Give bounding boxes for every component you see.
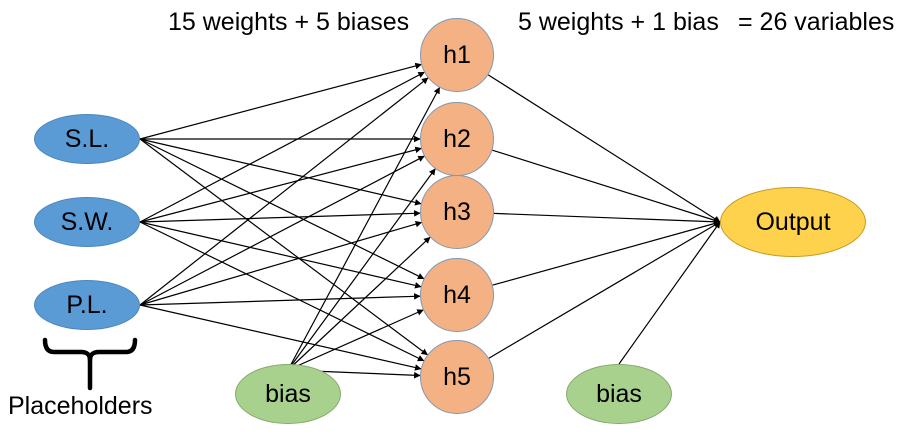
node-label: h4 — [443, 280, 471, 309]
edge — [139, 293, 421, 306]
edge — [139, 220, 423, 306]
node-label: h5 — [443, 362, 471, 391]
edge — [139, 138, 422, 206]
edge — [493, 212, 721, 226]
bias-node-bias1: bias — [235, 364, 341, 424]
edge — [287, 236, 431, 371]
edge — [139, 304, 422, 371]
node-label: P.L. — [66, 290, 108, 319]
edge — [139, 210, 421, 223]
caption-layer2-params: 5 weights + 1 bias — [518, 8, 719, 36]
edge — [487, 74, 721, 223]
edge — [139, 77, 429, 306]
placeholders-brace — [42, 337, 138, 391]
edge — [139, 71, 425, 223]
edges-hidden-to-output — [487, 74, 721, 359]
edge — [139, 146, 422, 223]
caption-total-params: = 26 variables — [738, 8, 895, 36]
edge — [139, 62, 422, 140]
output-node-output: Output — [720, 187, 866, 257]
node-label: h2 — [443, 124, 471, 153]
hidden-node-h1: h1 — [420, 18, 494, 92]
edge — [287, 87, 441, 371]
caption-placeholders: Placeholders — [8, 392, 153, 420]
node-label: S.L. — [64, 124, 110, 153]
edge — [488, 221, 721, 359]
edge — [492, 149, 721, 224]
edge — [139, 138, 428, 356]
node-label: h3 — [443, 197, 471, 226]
node-label: bias — [596, 379, 642, 408]
edge — [287, 309, 424, 371]
edges-bias-to-output — [618, 221, 721, 365]
edge — [287, 168, 436, 371]
caption-layer1-params: 15 weights + 5 biases — [168, 8, 410, 36]
edge — [618, 221, 721, 365]
brace-path — [42, 337, 138, 363]
input-node-pl: P.L. — [34, 280, 140, 330]
node-label: bias — [265, 379, 311, 408]
edge — [139, 138, 425, 280]
node-label: S.W. — [60, 207, 114, 236]
edge — [492, 220, 721, 286]
hidden-node-h3: h3 — [420, 175, 494, 249]
hidden-node-h4: h4 — [420, 258, 494, 332]
node-label: h1 — [443, 40, 471, 69]
input-node-sl: S.L. — [34, 114, 140, 164]
input-node-sw: S.W. — [34, 197, 140, 247]
hidden-node-h2: h2 — [420, 102, 494, 176]
bias-node-bias2: bias — [566, 364, 672, 424]
edge — [139, 221, 422, 289]
edges-bias-to-hidden — [287, 87, 441, 379]
edge — [139, 155, 425, 306]
edge — [139, 221, 425, 362]
node-label: Output — [755, 207, 831, 236]
hidden-node-h5: h5 — [420, 340, 494, 414]
edges-input-to-hidden — [139, 62, 429, 371]
